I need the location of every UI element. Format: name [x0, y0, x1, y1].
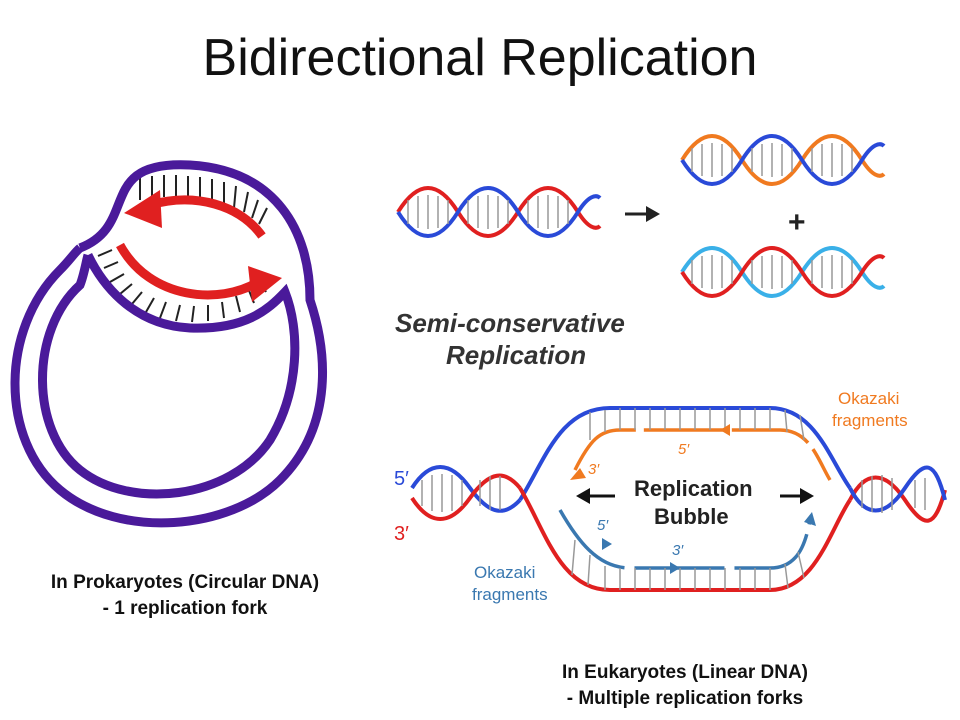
label-3-prime-inner-bottom: 3′ [672, 542, 684, 559]
daughter-helix-top [680, 134, 886, 186]
parent-helix [396, 186, 602, 238]
okazaki-top-label-line2: fragments [832, 411, 908, 430]
prokaryote-caption: In Prokaryotes (Circular DNA) - 1 replic… [0, 570, 370, 622]
prokaryote-caption-line2: - 1 replication fork [102, 598, 268, 619]
outer-circular-strand [10, 160, 327, 528]
red-arrowhead-top [124, 190, 162, 228]
eukaryote-caption-line1: In Eukaryotes (Linear DNA) [562, 662, 808, 683]
replication-bubble-diagram [410, 406, 947, 592]
okazaki-bottom-label-line2: fragments [472, 585, 548, 604]
label-3-prime-left: 3′ [394, 523, 409, 545]
replication-arrowhead [646, 206, 660, 222]
plus-sign: + [788, 206, 806, 239]
replication-bubble-label-line2: Bubble [654, 504, 729, 529]
okazaki-bottom-label-line1: Okazaki [474, 563, 535, 582]
prokaryote-caption-line1: In Prokaryotes (Circular DNA) [50, 572, 320, 593]
okazaki-top-label-line1: Okazaki [838, 389, 899, 408]
circular-dna-diagram [10, 160, 327, 528]
eukaryote-caption: In Eukaryotes (Linear DNA) - Multiple re… [490, 660, 880, 712]
label-5-prime-inner-top: 5′ [678, 441, 690, 458]
top-bubble-rungs [139, 175, 268, 225]
daughter-helix-bottom [680, 246, 886, 298]
label-5-prime-left: 5′ [394, 468, 409, 490]
page-title: Bidirectional Replication [202, 29, 758, 87]
replication-bubble-label-line1: Replication [634, 476, 753, 501]
semi-conservative-label-line1: Semi-conservative [395, 308, 625, 338]
inner-circular-strand [38, 253, 300, 499]
label-3-prime-inner-top: 3′ [588, 461, 600, 478]
red-arrow-bottom [116, 242, 261, 300]
red-arrow-top [148, 195, 266, 239]
label-5-prime-inner-bottom: 5′ [597, 517, 609, 534]
red-arrowhead-bottom [248, 266, 282, 302]
eukaryote-caption-line2: - Multiple replication forks [566, 688, 804, 709]
semi-conservative-label-line2: Replication [446, 340, 586, 370]
